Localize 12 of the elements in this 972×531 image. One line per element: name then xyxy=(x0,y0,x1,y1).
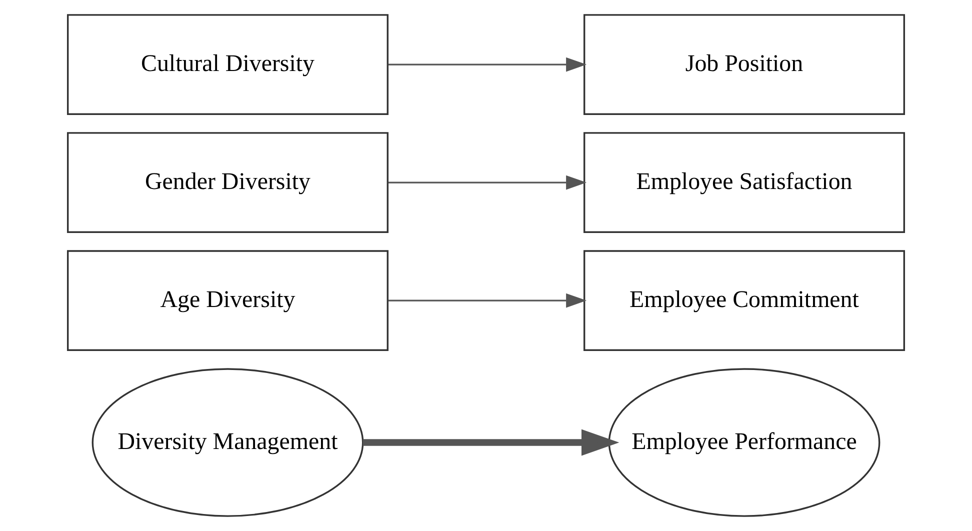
node-box: Employee Satisfaction xyxy=(583,132,906,233)
node-box: Job Position xyxy=(583,14,906,115)
arrow xyxy=(362,429,620,456)
node-ellipse: Diversity Management xyxy=(92,368,364,517)
node-ellipse: Employee Performance xyxy=(608,368,880,517)
node-box: Age Diversity xyxy=(66,250,389,352)
node-box: Gender Diversity xyxy=(66,132,389,233)
arrow xyxy=(388,293,587,308)
arrow xyxy=(388,175,587,190)
node-box: Employee Commitment xyxy=(583,250,906,352)
node-box: Cultural Diversity xyxy=(66,14,389,115)
arrow xyxy=(388,57,587,72)
